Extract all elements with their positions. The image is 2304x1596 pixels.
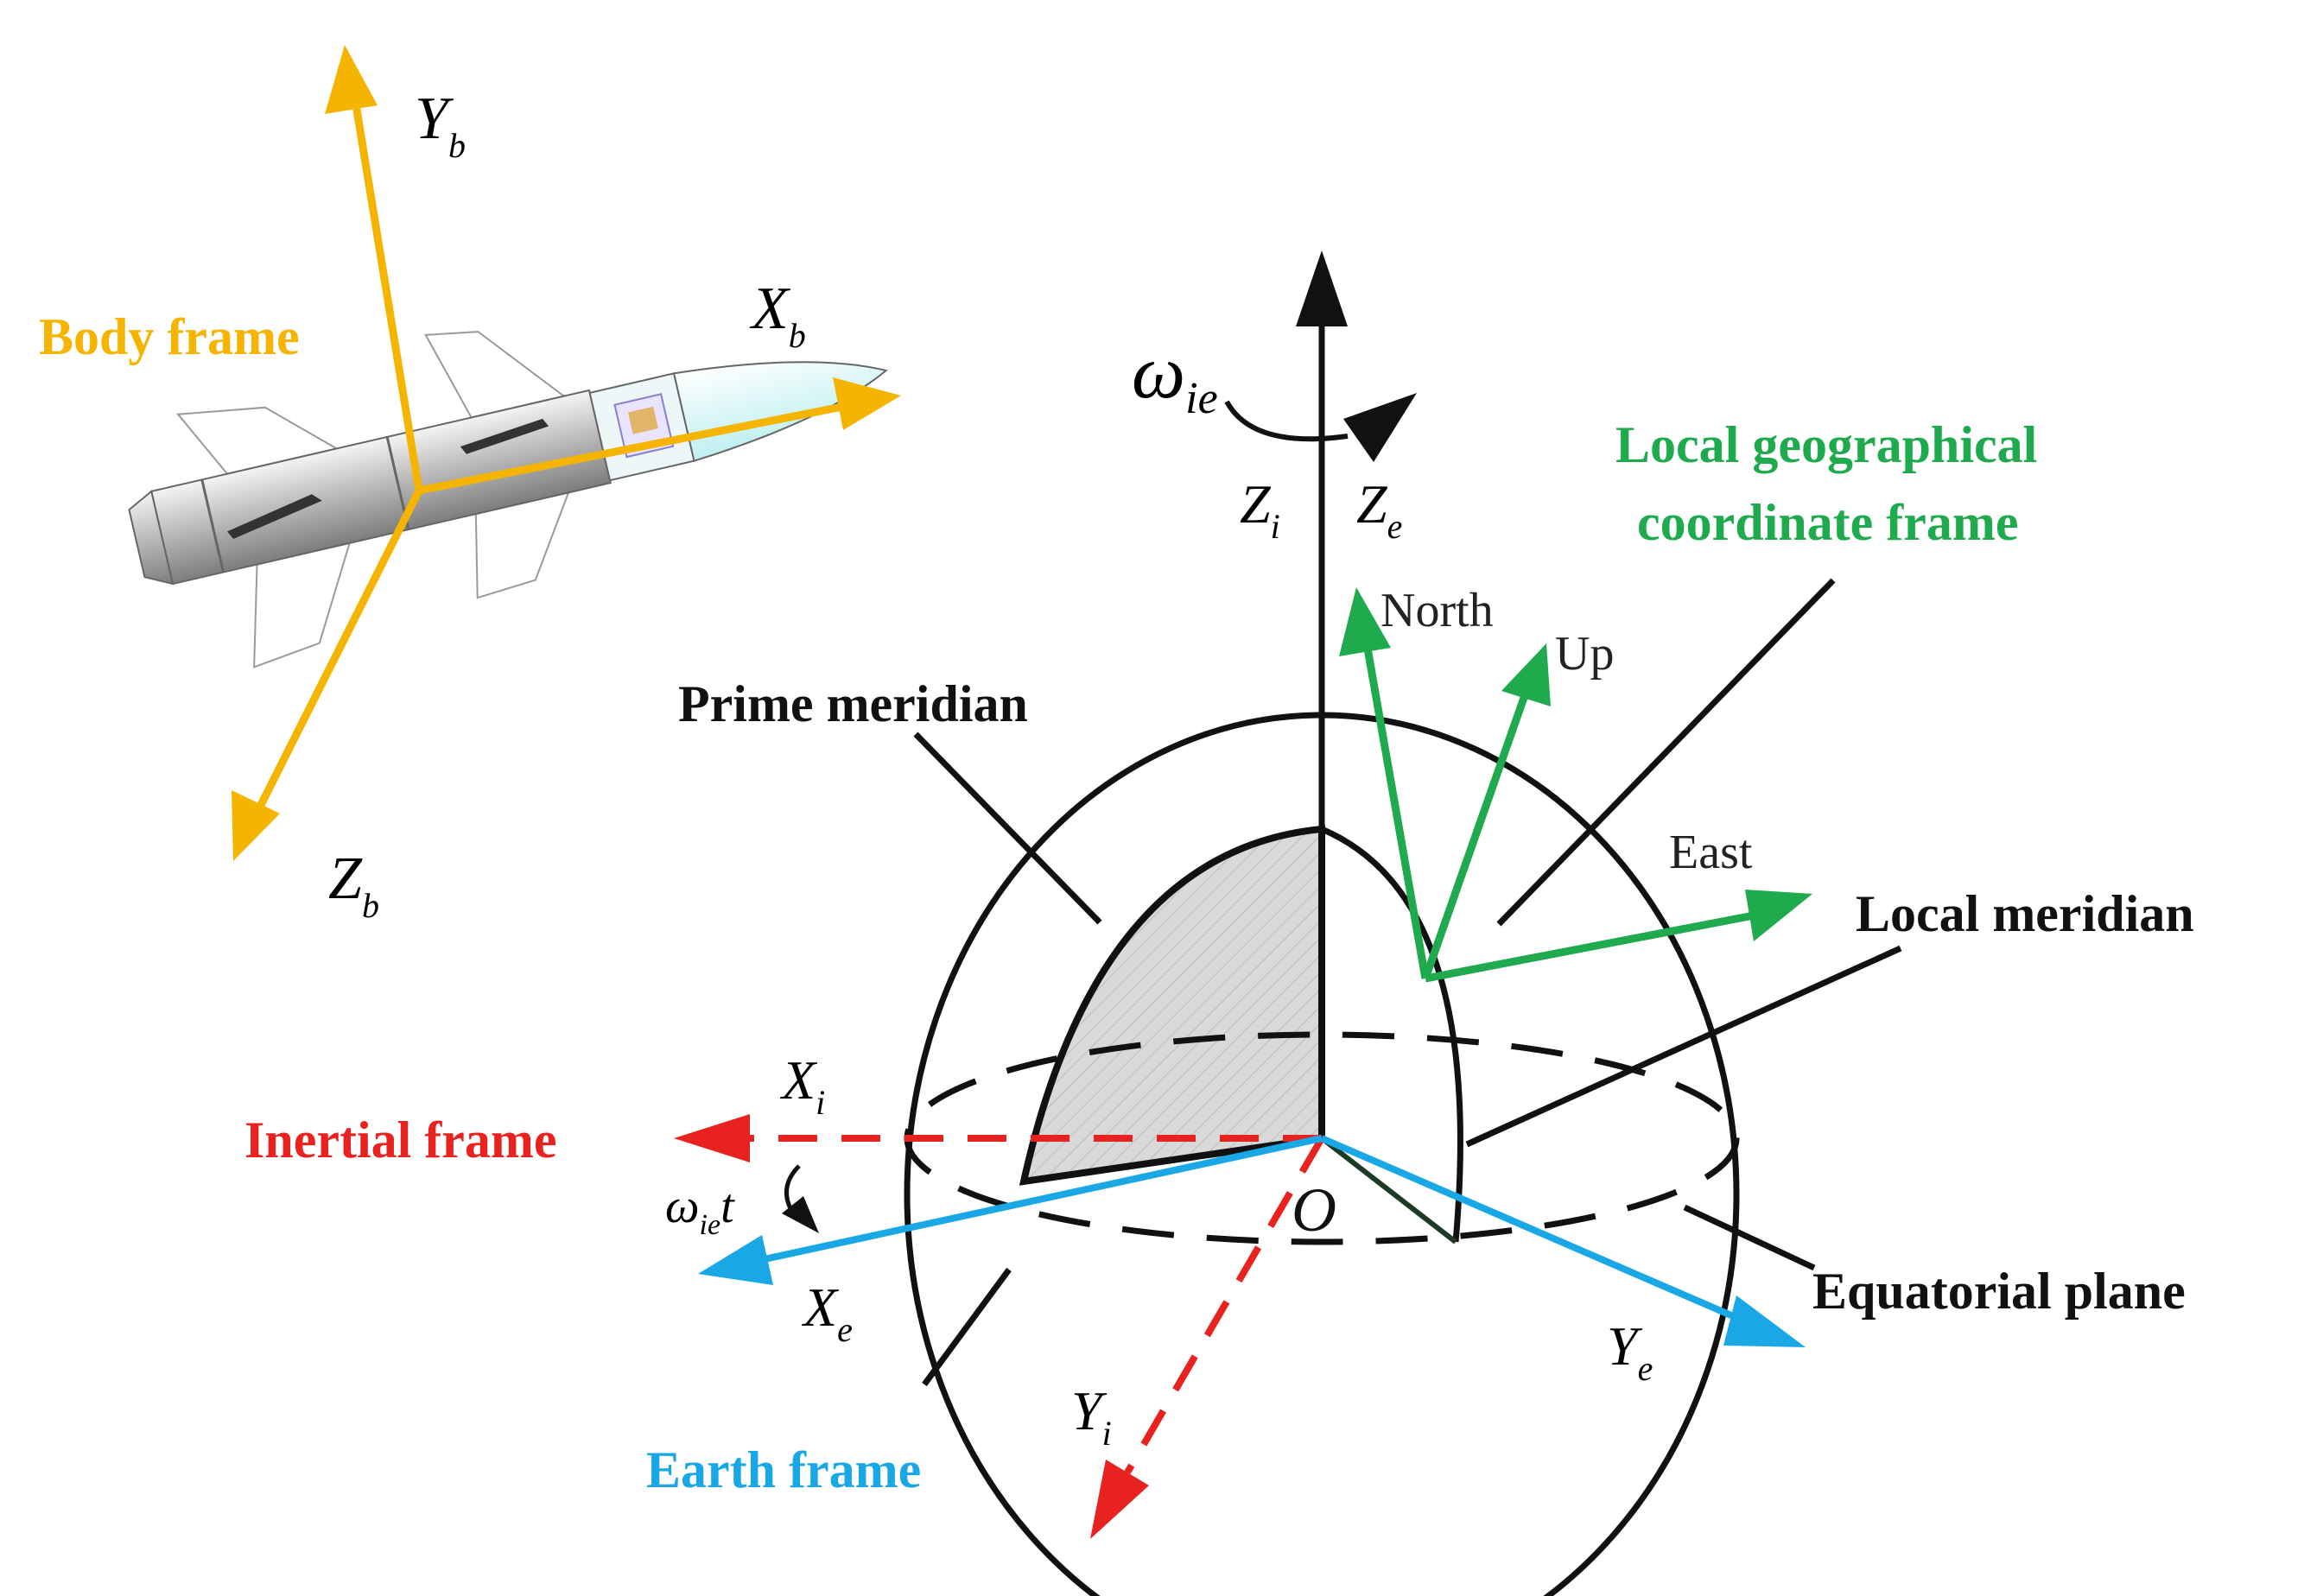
ye-arrowhead	[1723, 1295, 1806, 1347]
east-axis	[1425, 911, 1755, 983]
omega-t-arrowhead	[782, 1196, 819, 1233]
equatorial-plane-label: Equatorial plane	[1812, 1263, 2186, 1320]
zb-axis	[253, 488, 423, 814]
north-axis	[1362, 643, 1430, 979]
xe-arrowhead	[698, 1235, 773, 1285]
inertial-frame-axes	[674, 1114, 1325, 1539]
north-arrowhead	[1339, 587, 1391, 656]
yi-axis	[1124, 1136, 1325, 1475]
zb-arrowhead	[232, 790, 280, 861]
omega-ie-label: ωie	[1132, 331, 1218, 423]
zi-label: Zi	[1240, 473, 1280, 546]
yi-label: Yi	[1071, 1380, 1112, 1453]
local-meridian-arc	[1320, 826, 1463, 1243]
ye-axis	[1320, 1135, 1747, 1325]
xe-axis	[764, 1135, 1323, 1263]
earth-frame-label: Earth frame	[646, 1441, 921, 1498]
prime-meridian-label: Prime meridian	[678, 675, 1028, 732]
xb-label: Xb	[749, 276, 806, 355]
ze-label: Ze	[1356, 473, 1402, 546]
east-label: East	[1669, 826, 1753, 879]
xi-label: Xi	[779, 1049, 825, 1122]
up-axis	[1421, 694, 1529, 980]
yb-axis	[351, 98, 423, 491]
earth-frame-axes	[698, 1135, 1806, 1347]
up-arrowhead	[1501, 643, 1551, 706]
omega-ie-t-label: ωiet	[665, 1180, 735, 1241]
missile-nose	[672, 361, 888, 462]
zb-label: Zb	[328, 846, 379, 925]
inertial-frame-label: Inertial frame	[244, 1112, 557, 1168]
omega-rotation-arc	[1224, 400, 1349, 442]
body-frame-axes	[232, 45, 901, 861]
ye-label: Ye	[1607, 1315, 1653, 1388]
leader-lines	[913, 578, 1902, 1387]
local-meridian-leader	[1465, 945, 1902, 1148]
xb-arrowhead	[833, 377, 901, 430]
omega-rotation-arrowhead	[1343, 393, 1417, 462]
prime-meridian-leader	[913, 732, 1102, 925]
local-frame-label-line1: Local geographical	[1615, 416, 2037, 473]
local-meridian-label: Local meridian	[1856, 885, 2194, 942]
z-axis-arrowhead	[1296, 250, 1348, 326]
body-frame-label: Body frame	[39, 308, 300, 365]
xe-label: Xe	[801, 1276, 853, 1349]
z-axis	[1224, 250, 1417, 1138]
xb-axis	[418, 402, 847, 495]
local-frame-label-line2: coordinate frame	[1637, 494, 2019, 551]
prime-meridian-sector	[1019, 825, 1325, 1186]
xi-arrowhead	[674, 1114, 750, 1162]
yi-arrowhead	[1090, 1460, 1149, 1539]
earth-frame-leader	[922, 1267, 1012, 1387]
north-label: North	[1380, 584, 1494, 637]
local-frame-leader	[1496, 578, 1836, 927]
east-arrowhead	[1745, 890, 1812, 941]
missile-image	[128, 331, 888, 668]
yb-label: Yb	[415, 86, 466, 165]
up-label: Up	[1555, 627, 1614, 681]
yb-arrowhead	[325, 45, 378, 114]
equatorial-plane-leader	[1683, 1204, 1816, 1271]
origin-label: O	[1292, 1175, 1336, 1244]
local-frame-axes	[1339, 587, 1812, 983]
